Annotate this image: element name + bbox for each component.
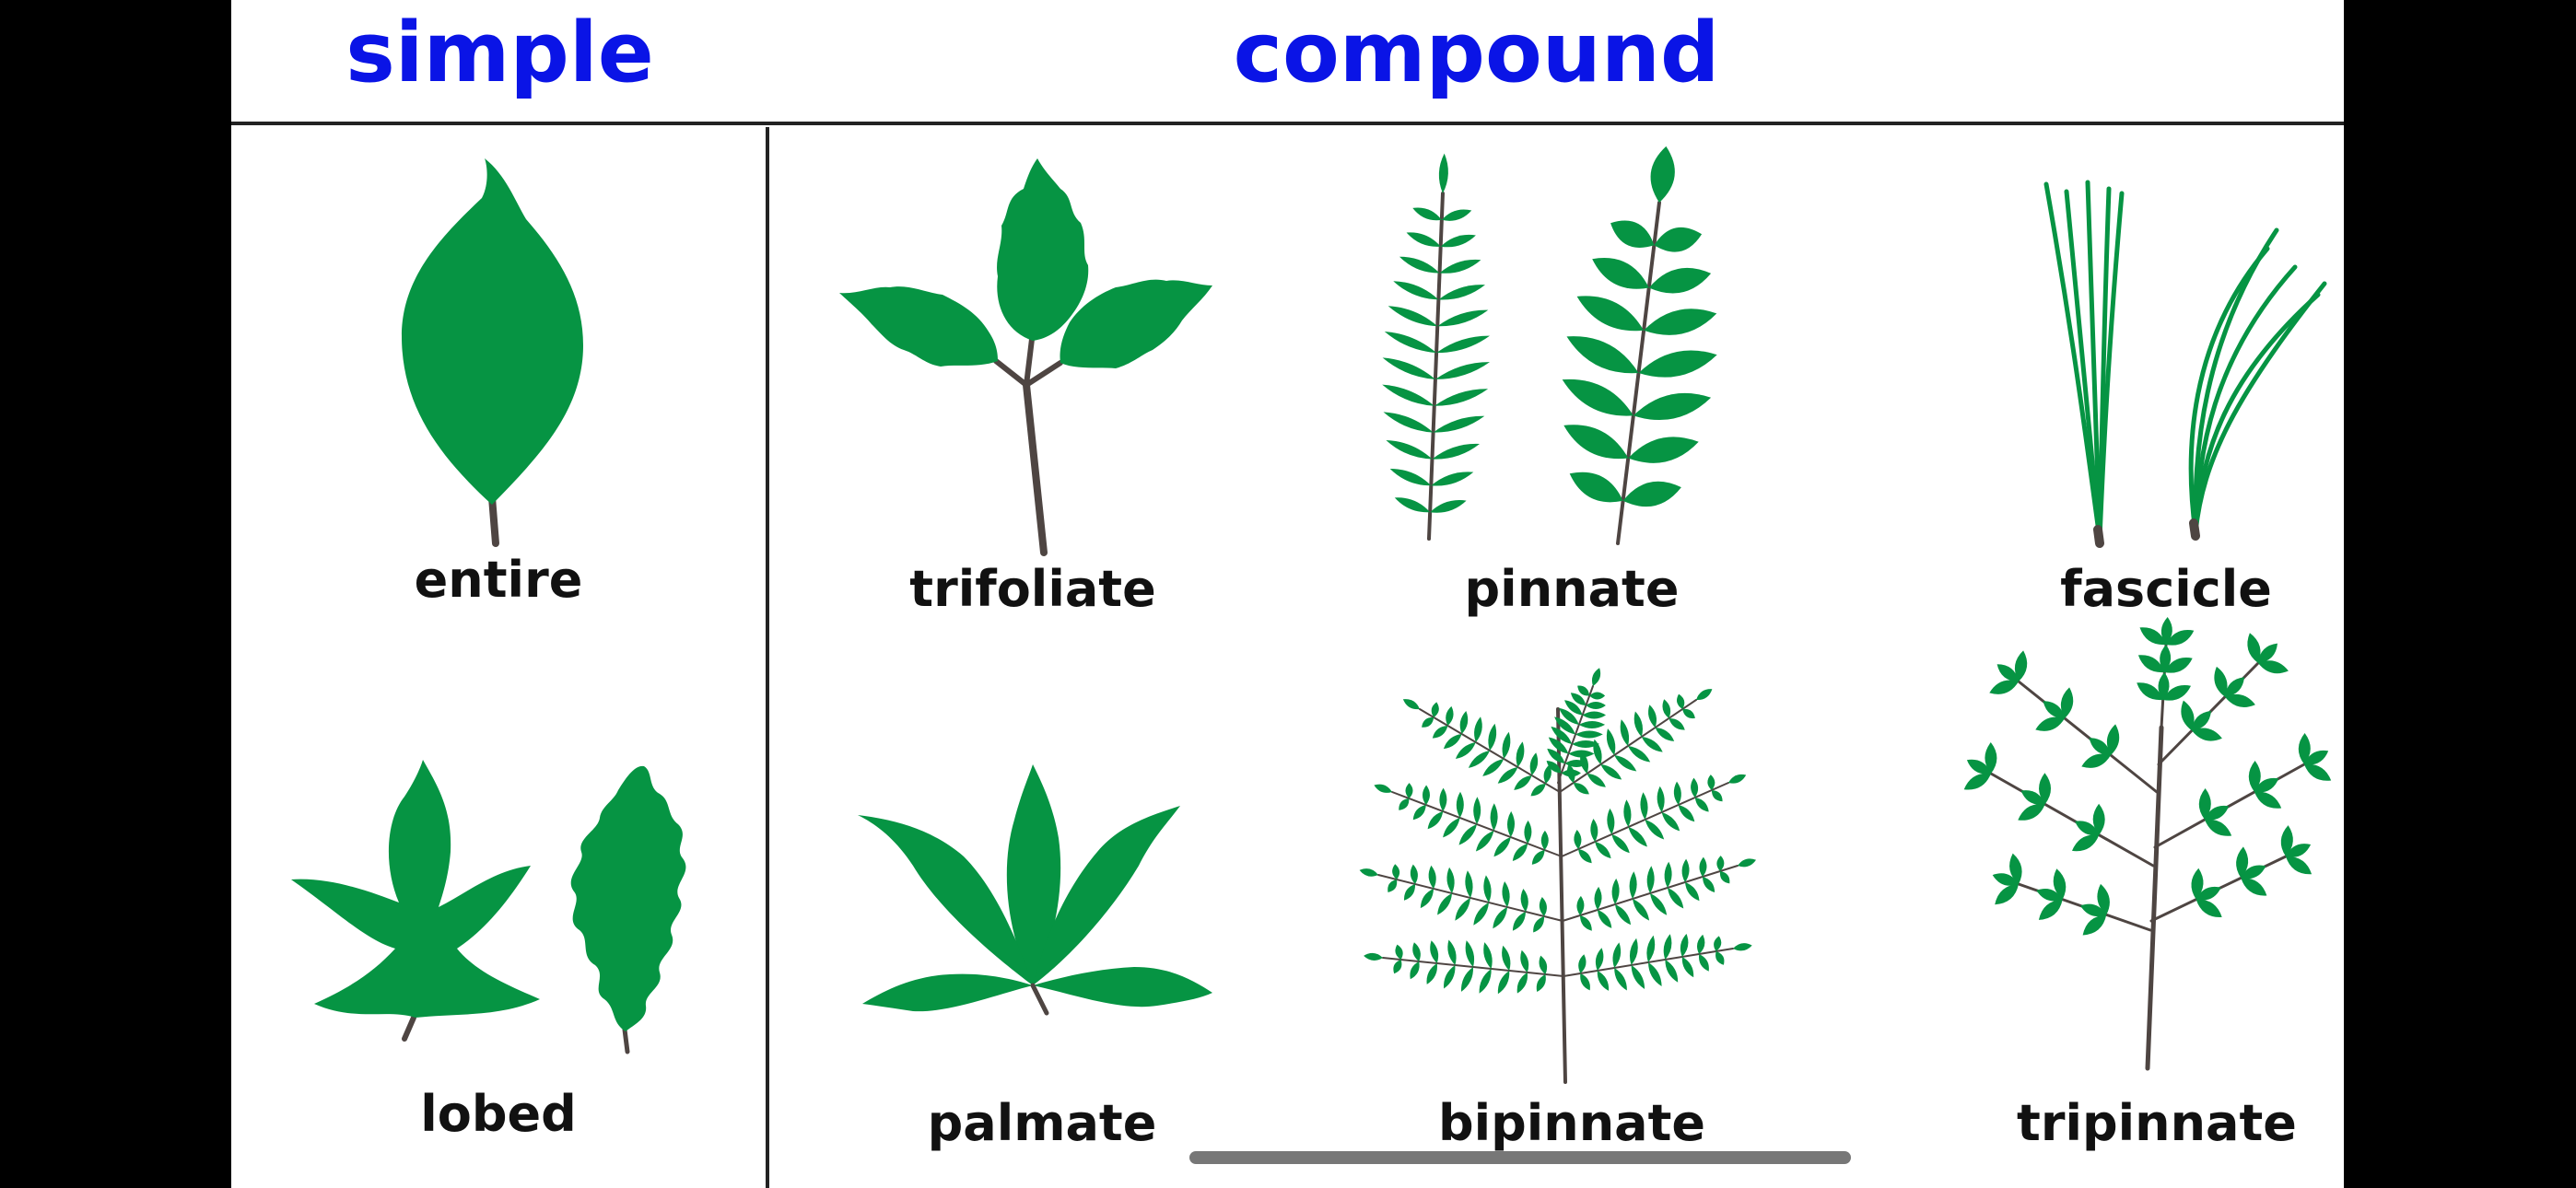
column-divider [766,127,769,1188]
header-divider [231,122,2344,125]
leaf-cell-pinnate: pinnate [1364,146,1779,626]
tripinnate-leaf-icon [1963,617,2332,1071]
bipinnate-leaf-icon [1359,668,1756,1084]
leaf-label-bipinnate: bipinnate [1437,1094,1706,1152]
leaf-cell-bipinnate: bipinnate [1359,668,1779,1160]
leaf-cell-fascicle: fascicle [2000,175,2332,626]
fascicle-leaf-icon [2043,180,2327,548]
trifoliate-leaf-icon [839,158,1212,556]
leaf-label-lobed: lobed [420,1085,577,1143]
leaf-cell-palmate: palmate [858,764,1226,1160]
lobed-leaf-icon [291,760,686,1054]
leaf-label-pinnate: pinnate [1464,560,1680,618]
leaf-cell-entire: entire [323,147,673,626]
leaf-cell-trifoliate: trifoliate [839,157,1226,626]
home-indicator[interactable] [1189,1151,1851,1164]
header-compound: compound [1233,5,1720,101]
slide: simple compound entire lobed [231,0,2344,1188]
pinnate-leaf-icon [1382,146,1717,545]
leaf-label-tripinnate: tripinnate [2017,1094,2297,1152]
leaf-label-palmate: palmate [927,1094,1157,1152]
header-simple: simple [345,5,654,101]
leaf-label-fascicle: fascicle [2060,560,2272,618]
leaf-label-trifoliate: trifoliate [909,560,1156,618]
leaf-cell-lobed: lobed [287,755,710,1160]
leaf-cell-tripinnate: tripinnate [1954,617,2344,1160]
palmate-leaf-icon [858,764,1212,1016]
entire-leaf-icon [402,158,583,547]
leaf-label-entire: entire [414,551,583,609]
